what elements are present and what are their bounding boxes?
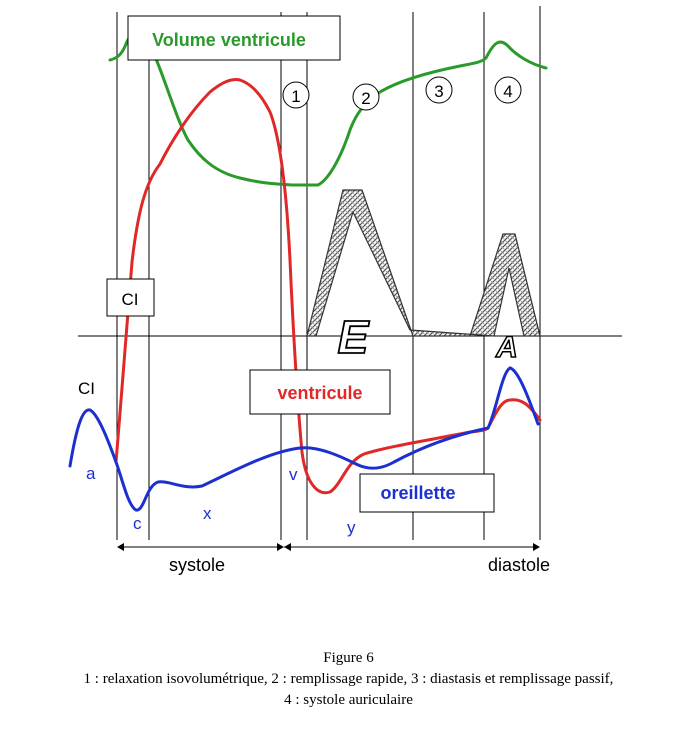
oreillette-label: oreillette — [380, 483, 455, 503]
wave-letters: CI a c x v y — [78, 379, 356, 537]
diastole-label: diastole — [488, 555, 550, 575]
ventricule-label-box: ventricule — [249, 369, 391, 415]
phase-4: 4 — [503, 82, 512, 101]
doppler-waves: E A — [306, 189, 541, 365]
phase-markers: 1 2 3 4 — [282, 76, 522, 111]
systole-label: systole — [169, 555, 225, 575]
phase-3: 3 — [434, 82, 443, 101]
volume-label-box: Volume ventricule — [127, 15, 341, 61]
ci-box: CI — [106, 278, 155, 317]
caption-title: Figure 6 — [323, 650, 374, 666]
letter-a: a — [86, 464, 96, 483]
letter-x: x — [203, 504, 212, 523]
ci-left-label: CI — [78, 379, 95, 398]
caption-line-1: 1 : relaxation isovolumétrique, 2 : remp… — [83, 671, 614, 687]
wave-e-label: E — [338, 311, 370, 363]
letter-y: y — [347, 518, 356, 537]
ventricule-label: ventricule — [277, 383, 362, 403]
ci-box-label: CI — [122, 290, 139, 309]
letter-v: v — [289, 465, 298, 484]
phase-2: 2 — [361, 89, 370, 108]
caption-line-2: 4 : systole auriculaire — [284, 692, 413, 708]
atrium-pressure-curve — [68, 366, 540, 512]
letter-c: c — [133, 514, 142, 533]
phase-arrows — [117, 543, 540, 551]
figure-caption: Figure 6 1 : relaxation isovolumétrique,… — [0, 648, 697, 711]
wave-a-label: A — [495, 331, 518, 364]
oreillette-label-box: oreillette — [359, 473, 495, 513]
phase-1: 1 — [291, 87, 300, 106]
volume-label: Volume ventricule — [152, 30, 306, 50]
e-wave — [306, 189, 541, 337]
